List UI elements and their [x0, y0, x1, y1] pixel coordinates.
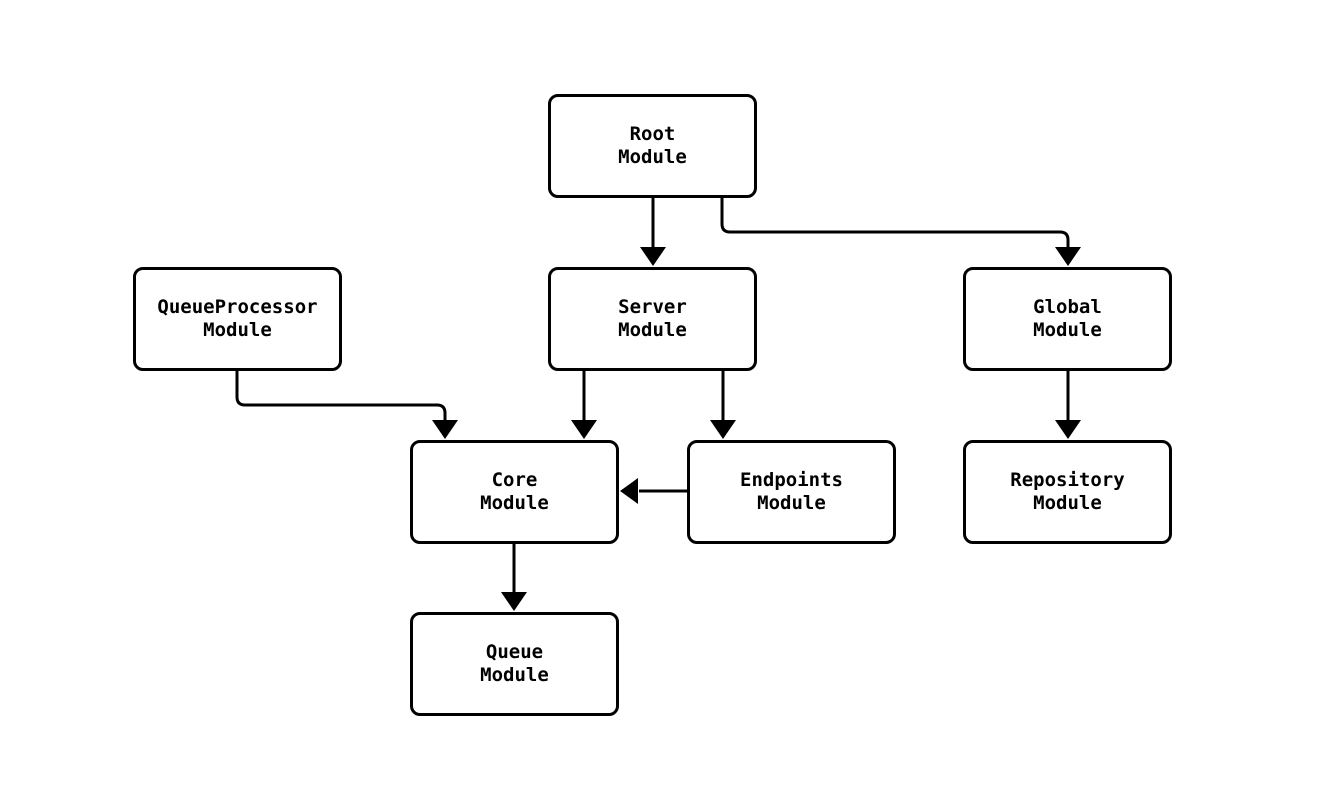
edge-root-server — [640, 197, 666, 266]
node-endpoints-module: Endpoints Module — [687, 440, 896, 544]
arrowhead-icon — [710, 420, 736, 439]
arrowhead-icon — [1055, 420, 1081, 439]
edge-endpoints-core — [620, 478, 687, 504]
node-repository-module: Repository Module — [963, 440, 1172, 544]
arrowhead-icon — [1055, 247, 1081, 266]
node-server-module: Server Module — [548, 267, 757, 371]
edge-queueprocessor-core — [235, 371, 458, 439]
edge-server-endpoints — [710, 371, 736, 439]
edge-global-repository — [1055, 371, 1081, 439]
arrowhead-icon — [501, 592, 527, 611]
arrowhead-icon — [571, 420, 597, 439]
node-queue-module: Queue Module — [410, 612, 619, 716]
arrowhead-icon — [640, 247, 666, 266]
edge-root-global — [720, 197, 1081, 266]
arrowhead-icon — [620, 478, 638, 504]
node-root-module: Root Module — [548, 94, 757, 198]
node-global-module: Global Module — [963, 267, 1172, 371]
edge-core-queue — [501, 543, 527, 611]
edge-server-core — [571, 371, 597, 439]
node-queueprocessor-module: QueueProcessor Module — [133, 267, 342, 371]
arrowhead-icon — [432, 420, 458, 439]
node-core-module: Core Module — [410, 440, 619, 544]
